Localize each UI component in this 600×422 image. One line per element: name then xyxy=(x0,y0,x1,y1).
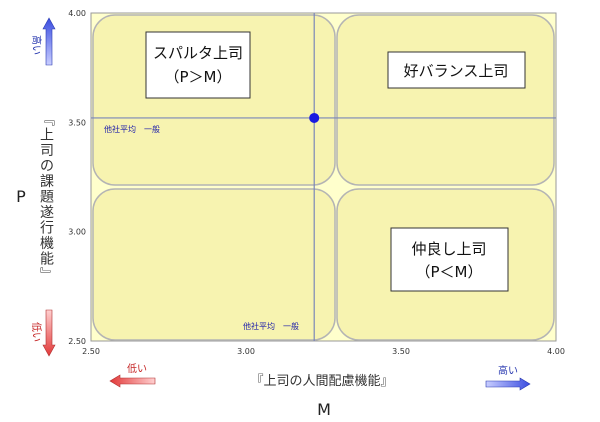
y-axis-title-char: 課 xyxy=(40,174,54,190)
label-nakayoshi-line2: （P＜M） xyxy=(416,263,483,281)
x-axis-letter: M xyxy=(317,400,331,419)
y-axis-title-char: 能 xyxy=(40,252,54,268)
y-axis-title-char: 遂 xyxy=(40,205,54,221)
y-high-arrow xyxy=(42,17,56,66)
y-axis-title-char: 題 xyxy=(40,190,54,206)
y-axis-title-char: の xyxy=(40,159,54,175)
x-high-indicator: 高い xyxy=(485,364,531,391)
y-low-arrow xyxy=(42,309,56,357)
y-axis-letter: P xyxy=(16,187,26,206)
y-axis-title-char: 『 xyxy=(38,112,54,126)
y-axis-title-char: 司 xyxy=(40,143,54,159)
average-label-vertical: 他社平均 一般 xyxy=(243,321,299,331)
x-tick-label: 4.00 xyxy=(547,347,565,356)
x-tick-label: 2.50 xyxy=(82,347,100,356)
x-high-arrow xyxy=(485,377,531,391)
label-sparta-line2: （P＞M） xyxy=(165,68,232,86)
x-low-indicator: 低い xyxy=(109,362,156,388)
label-box-balance: 好バランス上司 xyxy=(387,51,526,89)
y-axis-title-char: 』 xyxy=(38,267,54,281)
y-low-label: 低い xyxy=(30,322,43,342)
y-low-indicator: 低い xyxy=(30,309,56,357)
label-box-sparta: スパルタ上司 （P＞M） xyxy=(145,31,251,99)
label-box-nakayoshi: 仲良し上司 （P＜M） xyxy=(390,227,509,292)
data-point xyxy=(309,112,320,123)
quadrant-bottom-left xyxy=(92,188,336,341)
y-tick-label: 4.00 xyxy=(68,9,86,18)
y-tick-label: 2.50 xyxy=(68,337,86,346)
label-nakayoshi-line1: 仲良し上司 xyxy=(411,240,486,258)
y-high-indicator: 高い xyxy=(30,17,56,66)
y-axis-title-char: 機 xyxy=(40,236,54,252)
average-label-horizontal: 他社平均 一般 xyxy=(104,124,160,134)
y-high-label: 高い xyxy=(30,35,43,55)
x-high-label: 高い xyxy=(498,364,518,377)
x-axis-title: 『上司の人間配慮機能』 xyxy=(250,374,393,389)
label-sparta-line1: スパルタ上司 xyxy=(153,44,243,62)
y-axis-title-char: 行 xyxy=(40,221,54,237)
x-low-label: 低い xyxy=(127,362,147,375)
x-tick-label: 3.50 xyxy=(392,347,410,356)
x-tick-label: 3.00 xyxy=(237,347,255,356)
y-tick-labels: 2.50 3.00 3.50 4.00 xyxy=(68,9,86,346)
label-balance: 好バランス上司 xyxy=(404,62,509,80)
x-tick-labels: 2.50 3.00 3.50 4.00 xyxy=(82,347,565,356)
y-tick-label: 3.00 xyxy=(68,228,86,237)
x-low-arrow xyxy=(109,374,156,388)
quadrant-top-right xyxy=(336,14,555,186)
y-tick-label: 3.50 xyxy=(68,118,86,127)
y-axis-title-char: 上 xyxy=(40,128,54,144)
